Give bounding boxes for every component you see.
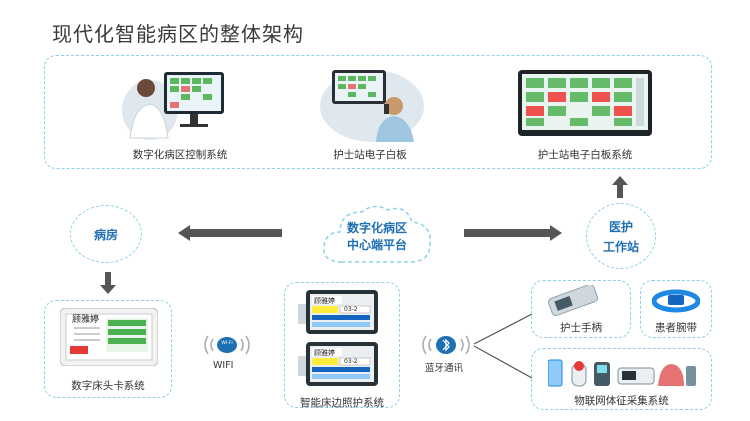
bluetooth-label: 蓝牙通讯 bbox=[425, 363, 464, 374]
bedside-terminal-bed-2: 03-2 bbox=[344, 358, 358, 365]
nurse-station-line2: 工作站 bbox=[602, 239, 639, 254]
bedside-terminal-name-1: 顾雅婷 bbox=[314, 297, 335, 305]
iot-vitals-label: 物联网体征采集系统 bbox=[574, 395, 669, 407]
bedside-card-name: 顾雅婷 bbox=[72, 315, 100, 325]
wristband-image bbox=[652, 288, 700, 314]
nurse-handheld-label: 护士手柄 bbox=[560, 322, 602, 334]
nurse-whiteboard-label: 护士站电子白板 bbox=[333, 149, 407, 161]
bedside-card-image bbox=[60, 308, 158, 366]
iot-vitals-panel bbox=[531, 348, 712, 410]
center-platform-line2: 中心端平台 bbox=[346, 238, 407, 252]
center-platform-line1: 数字化病区 bbox=[346, 221, 407, 235]
ward-node: 病房 bbox=[70, 205, 142, 263]
nurse-station-line1: 医护 bbox=[608, 219, 633, 234]
bedside-terminal-name-2: 顾雅婷 bbox=[314, 349, 335, 357]
nurse-handheld-panel bbox=[531, 280, 631, 338]
iot-devices-image bbox=[548, 356, 698, 390]
bedside-care-label: 智能床边照护系统 bbox=[300, 397, 384, 409]
arrow-down-icon bbox=[100, 272, 116, 294]
center-platform-cloud bbox=[318, 200, 436, 272]
whiteboard-system-label: 护士站电子白板系统 bbox=[537, 149, 633, 161]
whiteboard-system-image bbox=[518, 70, 652, 140]
bedside-card-label: 数字床头卡系统 bbox=[71, 380, 145, 392]
arrow-left-icon bbox=[178, 225, 282, 241]
wristband-label: 患者腕带 bbox=[655, 322, 697, 334]
bedside-terminal-bed-1: 03-2 bbox=[344, 306, 358, 313]
wifi-badge: WI-FI bbox=[221, 341, 233, 346]
bedside-terminal-image-2 bbox=[298, 342, 382, 386]
wristband-panel bbox=[640, 280, 712, 338]
bluetooth-icon bbox=[418, 334, 474, 356]
arrow-up-icon bbox=[612, 176, 628, 198]
bedside-care-panel bbox=[284, 282, 400, 408]
wifi-icon bbox=[200, 334, 254, 356]
control-system-label: 数字化病区控制系统 bbox=[132, 149, 228, 161]
wifi-label: WIFI bbox=[213, 360, 234, 371]
arrow-right-icon bbox=[464, 225, 562, 241]
ward-label: 病房 bbox=[93, 227, 118, 242]
nurse-handheld-image bbox=[545, 285, 601, 317]
bedside-terminal-image-1 bbox=[298, 290, 382, 334]
bedside-card-panel bbox=[44, 300, 172, 398]
nurse-whiteboard-image bbox=[318, 66, 426, 142]
nurse-station-node: 医护 工作站 bbox=[586, 203, 656, 269]
top-systems-panel bbox=[44, 55, 712, 169]
control-system-image bbox=[120, 66, 230, 142]
page-title: 现代化智能病区的整体架构 bbox=[52, 22, 304, 46]
bluetooth-connector-lines bbox=[474, 300, 534, 390]
